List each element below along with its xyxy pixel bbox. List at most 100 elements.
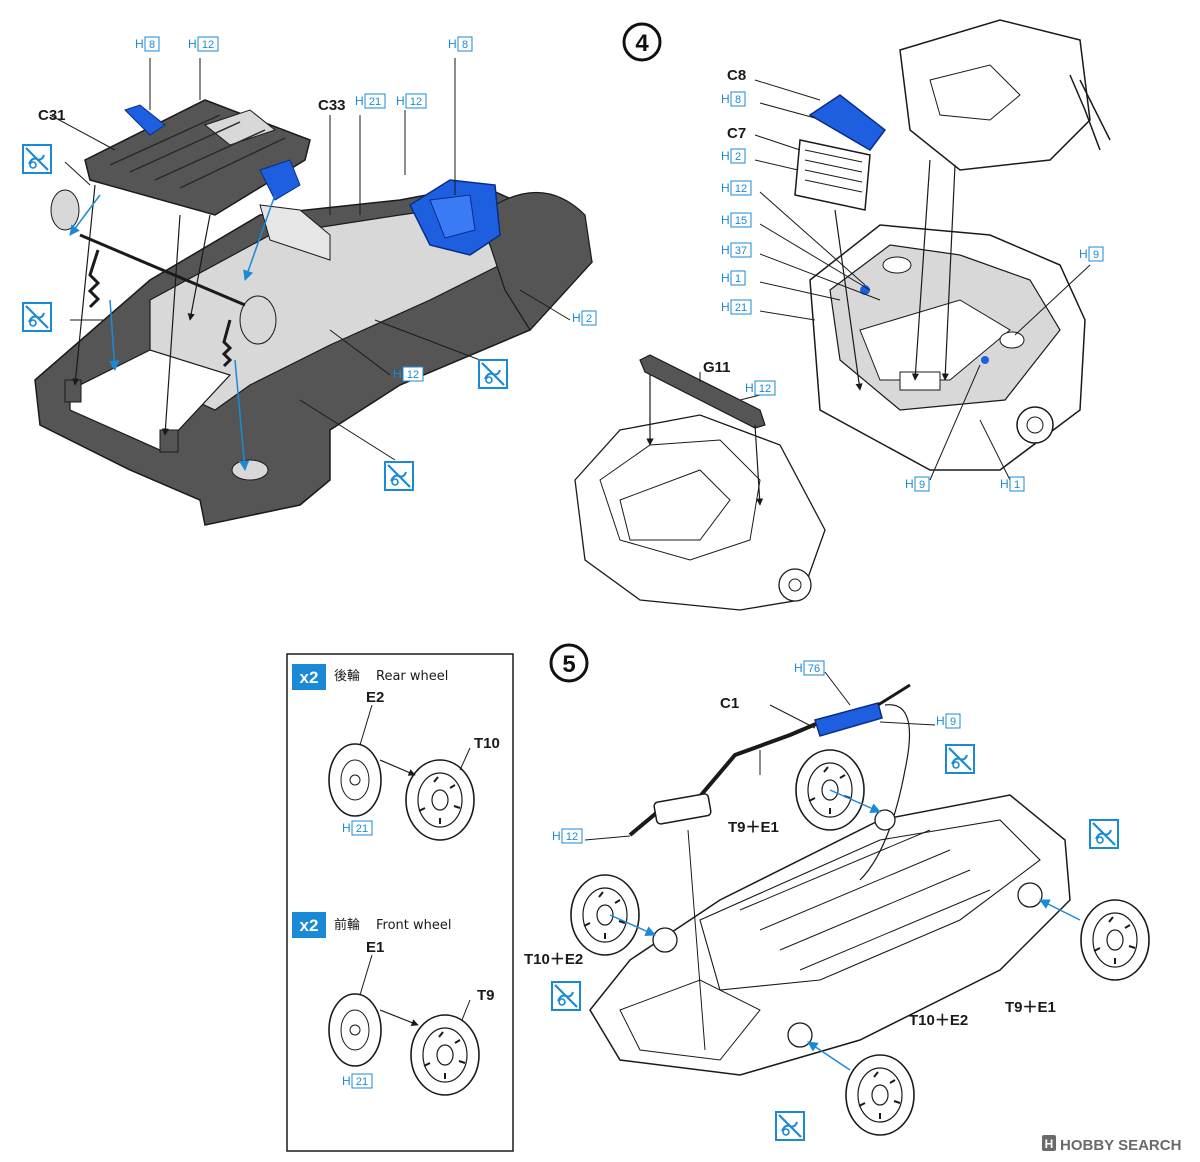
paint-number: 21	[356, 823, 368, 835]
rear-wheel-jp: 後輪	[334, 668, 360, 684]
paint-prefix: H	[1079, 247, 1088, 261]
hobby-search-watermark: H HOBBY SEARCH	[1042, 1135, 1181, 1154]
paint-prefix: H	[342, 1074, 351, 1088]
paint-prefix: H	[572, 311, 581, 325]
paint-prefix: H	[135, 37, 144, 51]
paint-prefix: H	[721, 181, 730, 195]
paint-code-h21: H 21	[355, 93, 386, 109]
paint-prefix: H	[721, 213, 730, 227]
paint-number: 12	[407, 369, 419, 381]
part-label-t9e1-right: T9＋E1	[1005, 999, 1056, 1016]
part-label-t10e2-left: T10＋E2	[524, 951, 583, 968]
part-label-c31: C31	[38, 107, 66, 124]
part-label-g11: G11	[703, 359, 731, 376]
paint-prefix: H	[1000, 477, 1009, 491]
part-label-c1: C1	[720, 695, 739, 712]
front-wheel-header: x2 前輪 Front wheel	[292, 912, 452, 938]
paint-prefix: H	[396, 94, 405, 108]
part-label-c33: C33	[318, 97, 346, 114]
underside-chassis-diagram	[570, 671, 1150, 1136]
paint-number: 76	[808, 663, 820, 675]
paint-prefix: H	[393, 367, 402, 381]
paint-prefix: H	[745, 381, 754, 395]
part-label-e1: E1	[366, 939, 384, 956]
paint-number: 2	[735, 151, 741, 163]
no-glue-icon	[774, 1110, 806, 1142]
paint-code-h12: H 12	[721, 180, 752, 196]
paint-prefix: H	[188, 37, 197, 51]
paint-code-h12: H 12	[745, 380, 776, 396]
no-glue-icon	[21, 143, 53, 175]
paint-number: 2	[586, 313, 592, 325]
paint-code-h12: H 12	[393, 366, 424, 382]
paint-code-h21: H 21	[342, 820, 373, 836]
step-4-badge: 4	[622, 22, 662, 62]
paint-prefix: H	[721, 300, 730, 314]
paint-number: 9	[950, 716, 956, 728]
paint-number: 21	[369, 96, 381, 108]
part-label-c8: C8	[727, 67, 746, 84]
paint-prefix: H	[721, 149, 730, 163]
paint-prefix: H	[448, 37, 457, 51]
g11-brace-diagram	[574, 354, 826, 611]
no-glue-icon	[944, 743, 976, 775]
paint-number: 12	[759, 383, 771, 395]
paint-number: 12	[202, 39, 214, 51]
paint-prefix: H	[905, 477, 914, 491]
paint-number: 1	[1014, 479, 1020, 491]
paint-number: 8	[735, 94, 741, 106]
paint-number: 9	[1093, 249, 1099, 261]
paint-number: 8	[462, 39, 468, 51]
step-5-badge: 5	[549, 643, 589, 683]
paint-prefix: H	[355, 94, 364, 108]
engine-bay-diagram	[754, 19, 1111, 481]
part-label-t10e2-bottom: T10＋E2	[909, 1012, 968, 1029]
paint-prefix: H	[342, 821, 351, 835]
paint-prefix: H	[794, 661, 803, 675]
part-label-c7: C7	[727, 125, 746, 142]
paint-number: 9	[919, 479, 925, 491]
no-glue-icon	[477, 358, 509, 390]
paint-number: 12	[566, 831, 578, 843]
part-label-t9: T9	[477, 987, 495, 1004]
paint-number: 8	[149, 39, 155, 51]
watermark-logo: H	[1045, 1137, 1054, 1151]
rear-wheel-en: Rear wheel	[376, 669, 448, 684]
paint-code-h15: H 15	[721, 212, 752, 228]
part-label-e2: E2	[366, 689, 384, 706]
no-glue-icon	[1088, 818, 1120, 850]
paint-number: 37	[735, 245, 747, 257]
paint-code-h76: H 76	[794, 660, 825, 676]
paint-number: 12	[735, 183, 747, 195]
paint-code-h37: H 37	[721, 242, 752, 258]
rear-wheel-qty: x2	[300, 668, 319, 687]
part-label-t10: T10	[474, 735, 500, 752]
rear-chassis-diagram	[34, 58, 593, 526]
paint-prefix: H	[721, 243, 730, 257]
paint-prefix: H	[936, 714, 945, 728]
part-label-t9e1-top: T9＋E1	[728, 819, 779, 836]
no-glue-icon	[383, 460, 415, 492]
wheel-inset-box	[286, 653, 514, 1152]
no-glue-icon	[21, 301, 53, 333]
paint-prefix: H	[552, 829, 561, 843]
paint-code-h12: H 12	[188, 36, 219, 52]
front-wheel-jp: 前輪	[334, 917, 360, 933]
paint-number: 21	[356, 1076, 368, 1088]
step-5-number: 5	[562, 651, 575, 678]
front-wheel-en: Front wheel	[376, 918, 452, 933]
paint-number: 15	[735, 215, 747, 227]
